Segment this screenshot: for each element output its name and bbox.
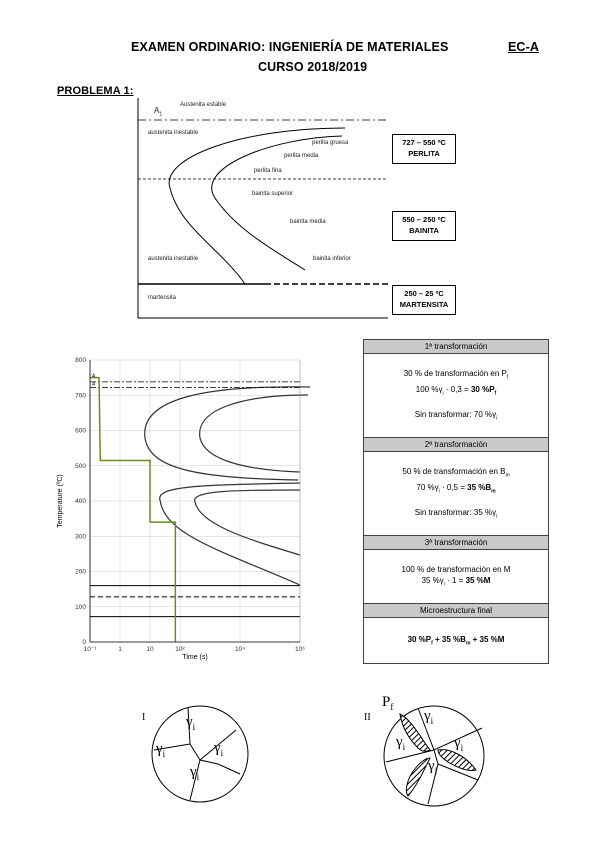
y-tick-label: 300: [75, 533, 86, 540]
y-axis-label: Temperature (ºC): [57, 474, 64, 528]
microstructure-i: [151, 705, 249, 803]
range-temp: 550 – 250 ºC: [402, 215, 446, 224]
reference-label-a2: A: [92, 381, 96, 387]
table-line: 100 % de transformación en M: [401, 565, 511, 574]
course-label: CURSO 2018/2019: [258, 60, 368, 74]
x-tick-label: 10²: [175, 646, 185, 653]
label-austenita-estable: Austenita estable: [180, 102, 227, 108]
x-tick-label: 10⁴: [235, 646, 245, 653]
table-header-2: 2ª transformación: [363, 438, 549, 452]
y-tick-label: 100: [75, 604, 86, 611]
heat-treatment-path: [90, 376, 177, 642]
y-tick-label: 400: [75, 498, 86, 505]
range-name: BAINITA: [409, 226, 439, 235]
table-header-3: 3ª transformación: [363, 536, 549, 550]
range-box-martensita: 250 – 25 ºC MARTENSITA: [392, 285, 456, 315]
table-header-1: 1ª transformación: [363, 339, 549, 354]
table-line: 100 %γi · 0,3 = 30 %Pf: [415, 384, 497, 397]
gamma-label: γi: [396, 734, 406, 752]
microstructure-ii: [383, 705, 485, 807]
x-axis-label: Time (s): [182, 654, 207, 661]
gamma-label: γi: [424, 708, 434, 726]
table-cell-2: 50 % de transformación en Bm 70 %γi · 0,…: [363, 452, 549, 536]
final-microstructure: 30 %Pf + 35 %Bm + 35 %M: [407, 635, 505, 647]
label-perlita-fina: perlita fina: [254, 168, 282, 174]
table-line: 70 %γi · 0,5 = 35 %Bm: [416, 482, 496, 495]
table-header-4: Microestructura final: [363, 604, 549, 618]
range-temp: 727 – 550 ºC: [402, 138, 446, 147]
microstructure-i-label: I: [142, 712, 146, 723]
gamma-label: γi: [186, 714, 196, 732]
label-martensita: martensita: [148, 295, 177, 301]
exam-code: EC-A: [508, 40, 539, 54]
y-tick-label: 800: [75, 357, 86, 364]
table-line: 35 %γi · 1 = 35 %M: [421, 576, 491, 588]
table-line: 50 % de transformación en Bm: [402, 467, 510, 479]
gamma-label: γi: [214, 740, 224, 758]
reference-label-a1: A: [92, 374, 96, 380]
chart-axes: 0 100 200 300 400 500 600 700 800 10⁻¹ 1 10 10² 10⁴ 10…: [75, 357, 305, 653]
gamma-label: γi: [190, 764, 200, 782]
a1-label: A1: [154, 106, 163, 118]
y-tick-label: 0: [82, 639, 86, 646]
y-tick-label: 600: [75, 428, 86, 435]
label-perlita-media: perlita media: [284, 153, 319, 159]
y-tick-label: 700: [75, 392, 86, 399]
ttt-chart: 0 100 200 300 400 500 600 700 800 10⁻¹ 1 10 10² 10⁴ 10…: [57, 357, 311, 661]
x-tick-label: 1: [118, 646, 122, 653]
range-name: MARTENSITA: [399, 300, 449, 309]
pf-label: Pf: [382, 694, 394, 712]
table-cell-3: 100 % de transformación en M 35 %γi · 1 …: [363, 550, 549, 604]
label-austenita-inestable-top: austenita inestable: [148, 130, 199, 136]
range-temp: 250 – 25 ºC: [404, 289, 444, 298]
y-tick-label: 200: [75, 569, 86, 576]
reference-lines: [90, 381, 300, 618]
ttt-curves: [144, 386, 311, 586]
x-tick-label: 10: [146, 646, 154, 653]
x-tick-label: 10⁶: [295, 646, 305, 653]
gamma-label: γi: [156, 741, 166, 759]
label-bainita-superior: bainita superior: [252, 191, 294, 197]
y-tick-label: 500: [75, 463, 86, 470]
table-cell-1: 30 % de transformación en Pf 100 %γi · 0…: [363, 354, 549, 438]
exam-title: EXAMEN ORDINARIO: INGENIERÍA DE MATERIAL…: [131, 40, 449, 54]
gamma-label: γi: [454, 735, 464, 753]
label-bainita-media: bainita media: [290, 219, 326, 225]
table-cell-4: 30 %Pf + 35 %Bm + 35 %M: [363, 618, 549, 664]
table-line: Sin transformar: 35 %γi: [414, 508, 498, 520]
x-tick-label: 10⁻¹: [84, 646, 98, 653]
problem-label: PROBLEMA 1:: [57, 85, 134, 97]
label-bainita-inferior: bainita inferior: [313, 256, 351, 262]
transformation-table: 1ª transformación 30 % de transformación…: [363, 339, 549, 664]
table-line: 30 % de transformación en Pf: [403, 369, 509, 381]
label-austenita-inestable-bottom: austenita inestable: [148, 256, 199, 262]
microstructure-ii-label: II: [364, 712, 371, 723]
ttt-schematic: [137, 98, 388, 319]
label-perlita-gruesa: perlita gruesa: [312, 140, 349, 146]
range-box-perlita: 727 – 550 ºC PERLITA: [392, 134, 456, 164]
gamma-label: γi: [428, 758, 438, 776]
range-box-bainita: 550 – 250 ºC BAINITA: [392, 211, 456, 241]
table-line: Sin transformar: 70 %γi: [414, 410, 498, 422]
range-name: PERLITA: [408, 149, 440, 158]
